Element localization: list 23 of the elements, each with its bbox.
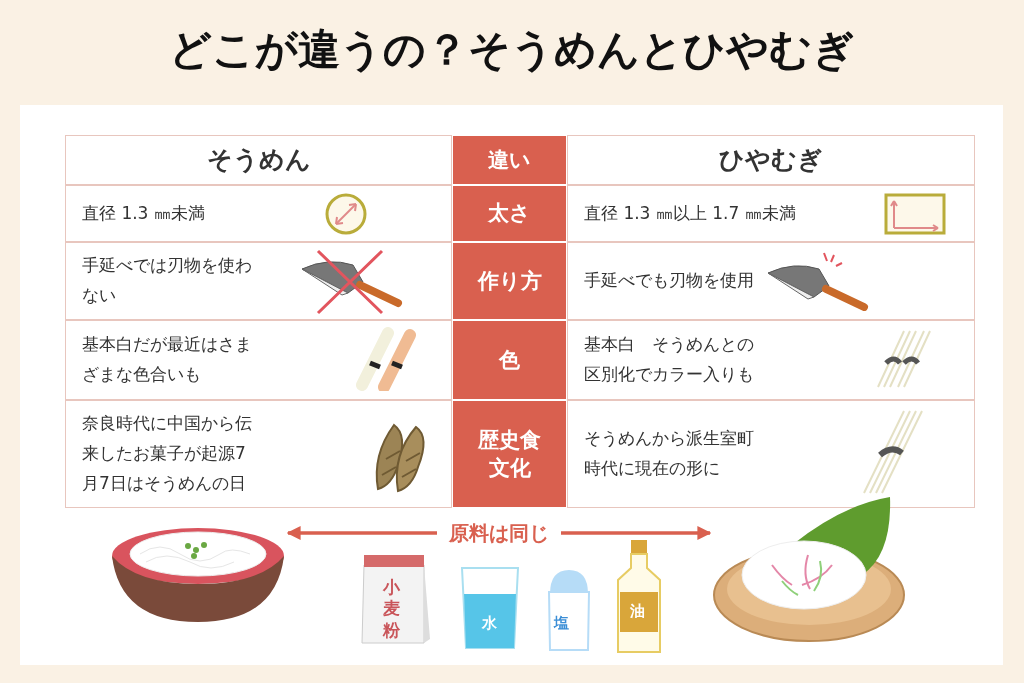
cell-text: 直径 1.3 ㎜未満	[82, 201, 205, 225]
title: どこが違うの？そうめんとひやむぎ	[168, 24, 856, 76]
cell-text: 基本白 そうめんとの区別化でカラー入りも	[584, 333, 755, 386]
noodle-basket-drawing	[712, 495, 906, 645]
row-heading: 歴史食文化	[477, 426, 542, 482]
ingredient-label: 小麦粉	[382, 577, 401, 641]
row-heading: 色	[497, 346, 521, 374]
row-heading: 太さ	[487, 200, 532, 228]
ingredient-label: 油	[630, 602, 645, 621]
cell-text: 直径 1.3 ㎜以上 1.7 ㎜未満	[584, 201, 796, 225]
cell-text: 奈良時代に中国から伝来したお菓子が起源7月7日はそうめんの日	[82, 412, 253, 495]
ingredient-label: 水	[482, 614, 497, 633]
salt-shaker	[546, 568, 592, 652]
cell-text: 基本白だが最近はさまざまな色合いも	[82, 333, 253, 386]
cell-text: 手延べでも刃物を使用	[584, 269, 755, 293]
cell-text: 手延べでは刃物を使わない	[82, 254, 253, 307]
column-heading: そうめん	[205, 144, 312, 177]
ingredient-label: 塩	[554, 614, 569, 633]
noodle-bowl-drawing	[110, 526, 286, 624]
column-heading: ひやむぎ	[718, 144, 824, 177]
row-heading: 違い	[487, 146, 532, 174]
row-heading: 作り方	[476, 267, 543, 295]
cell-text: そうめんから派生室町時代に現在の形に	[584, 427, 755, 480]
